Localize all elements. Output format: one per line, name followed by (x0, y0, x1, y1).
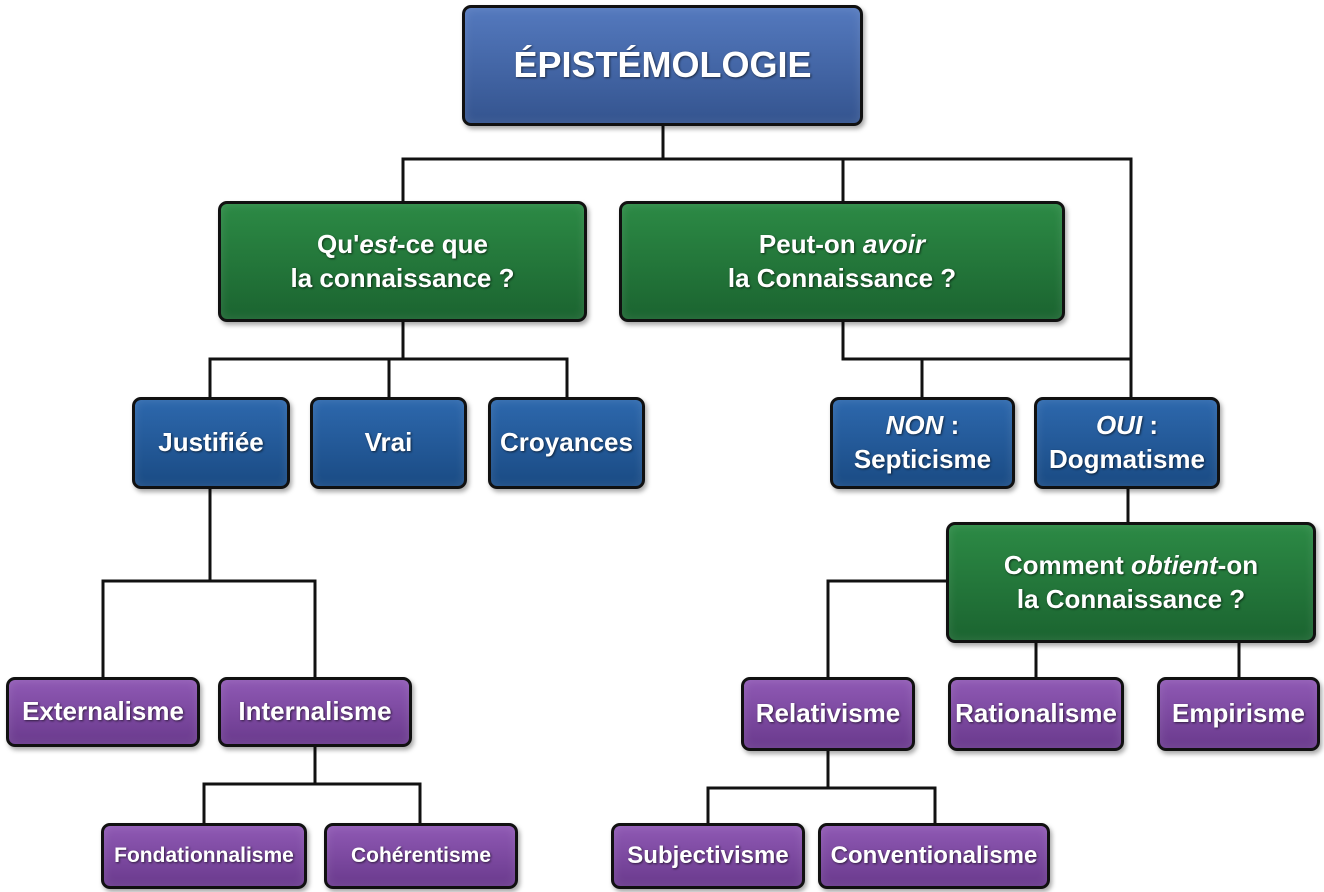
croyances-label: Croyances (500, 427, 633, 458)
connector-justifiee (101, 486, 317, 680)
connector-root (401, 123, 1133, 400)
internalisme-label: Internalisme (238, 696, 392, 727)
vrai-label: Vrai (364, 427, 413, 458)
connector-q3 (826, 579, 1241, 680)
relativisme-label: Relativisme (755, 698, 901, 729)
subjectivisme-label: Subjectivisme (627, 842, 789, 870)
externalisme-label: Externalisme (22, 696, 184, 727)
empirisme-label: Empirisme (1172, 698, 1305, 729)
conventionalisme-label: Conventionalisme (830, 842, 1038, 870)
node-question-can-we-have-knowledge: Peut-on avoir la Connaissance ? (619, 201, 1065, 322)
node-question-how-obtain-knowledge: Comment obtient-on la Connaissance ? (946, 522, 1316, 643)
fondationnalisme-label: Fondationnalisme (114, 844, 294, 868)
node-subjectivisme: Subjectivisme (611, 823, 805, 889)
oui-line2: Dogmatisme (1048, 444, 1206, 474)
rationalisme-label: Rationalisme (955, 698, 1117, 729)
node-vrai: Vrai (310, 397, 467, 489)
node-conventionalisme: Conventionalisme (818, 823, 1050, 889)
node-epistemologie-label: ÉPISTÉMOLOGIE (513, 44, 812, 86)
node-empirisme: Empirisme (1157, 677, 1320, 751)
node-externalisme: Externalisme (6, 677, 200, 747)
node-oui-dogmatisme: OUI : Dogmatisme (1034, 397, 1220, 489)
node-question-what-is-knowledge: Qu'est-ce que la connaissance ? (218, 201, 587, 322)
connector-q2 (841, 318, 1133, 400)
non-line2: Septicisme (853, 444, 992, 474)
node-epistemologie: ÉPISTÉMOLOGIE (462, 5, 863, 126)
connector-q1 (208, 318, 569, 400)
justifiee-label: Justifiée (158, 427, 264, 458)
node-justifiee: Justifiée (132, 397, 290, 489)
connector-internalisme (202, 744, 422, 826)
non-line1: NON : (885, 410, 960, 441)
q2-line1: Peut-on avoir (758, 228, 926, 259)
connector-relativisme (706, 748, 937, 826)
oui-line1: OUI : (1095, 410, 1159, 441)
coherentisme-label: Cohérentisme (350, 844, 492, 868)
node-non-septicisme: NON : Septicisme (830, 397, 1015, 489)
node-coherentisme: Cohérentisme (324, 823, 518, 889)
node-rationalisme: Rationalisme (948, 677, 1124, 751)
node-relativisme: Relativisme (741, 677, 915, 751)
q1-line1: Qu'est-ce que (317, 228, 488, 259)
q3-line2: la Connaissance ? (1016, 583, 1246, 614)
node-fondationnalisme: Fondationnalisme (101, 823, 307, 889)
node-croyances: Croyances (488, 397, 645, 489)
q3-line1: Comment obtient-on (1003, 549, 1259, 580)
node-internalisme: Internalisme (218, 677, 412, 747)
q2-line2: la Connaissance ? (727, 262, 957, 293)
q1-line2: la connaissance ? (290, 262, 515, 293)
